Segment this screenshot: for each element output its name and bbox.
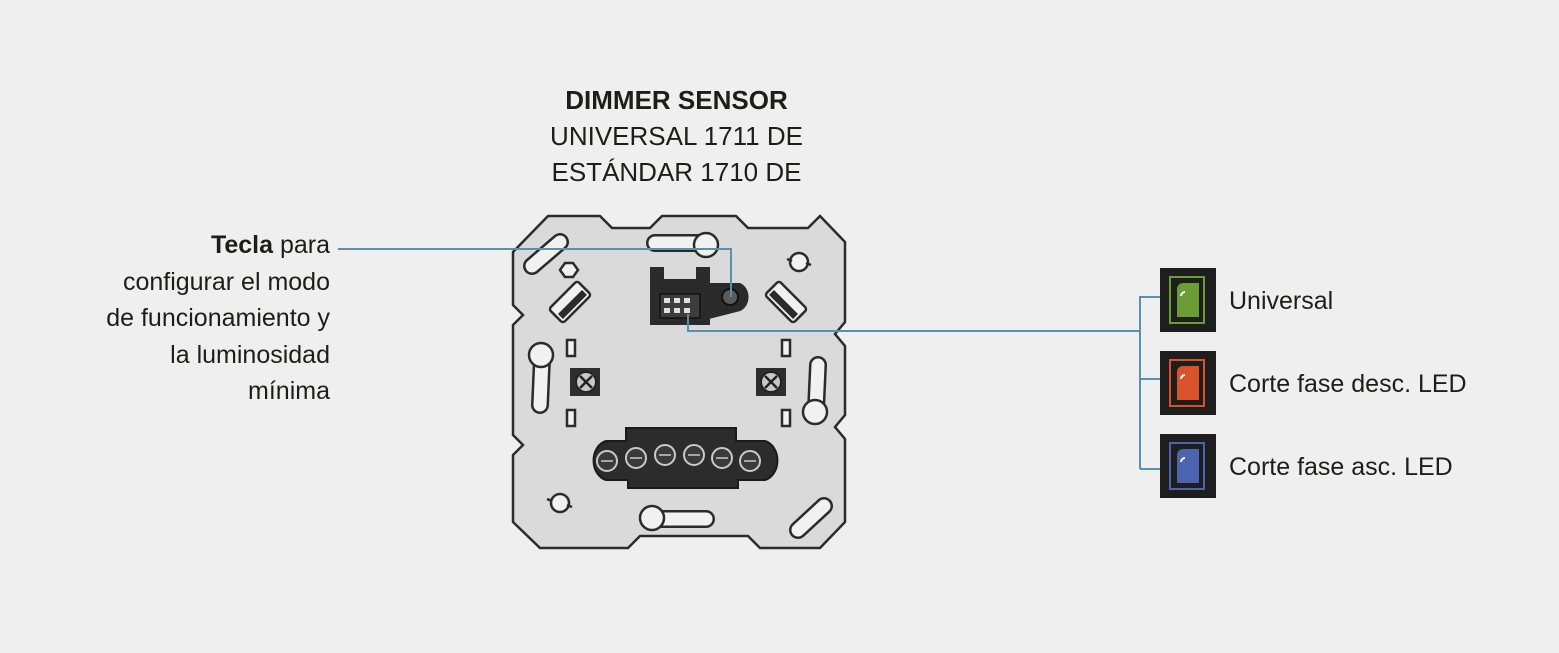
clip-right	[764, 280, 808, 324]
callout-line-4: la luminosidad	[170, 340, 330, 369]
mode-label-leading-edge: Corte fase asc. LED	[1229, 453, 1453, 481]
title-line-1: DIMMER SENSOR	[565, 85, 788, 115]
callout-line-2: configurar el modo	[122, 267, 330, 296]
callout-bold-word: Tecla	[210, 231, 274, 259]
terminal-block	[592, 427, 779, 489]
key-callout: Tecla para configurar el modo de funcion…	[40, 227, 330, 410]
keyhole-top-right	[788, 251, 810, 273]
slot-bottom-center	[638, 504, 715, 532]
connector-pins	[664, 298, 690, 313]
callout-line-1: para	[273, 231, 330, 259]
vertical-slots	[565, 338, 792, 428]
indicator-universal	[1160, 268, 1216, 332]
leader-line-key	[338, 248, 732, 297]
keyhole-bottom-left	[546, 492, 573, 514]
leader-line-indicator	[687, 314, 1140, 332]
screw-left	[570, 368, 600, 396]
screw-right	[756, 368, 786, 396]
indicator-trailing-edge	[1160, 351, 1216, 415]
clip-left	[548, 280, 592, 324]
hex-nut	[558, 261, 580, 279]
title-line-3: ESTÁNDAR 1710 DE	[551, 157, 802, 187]
mode-label-universal: Universal	[1229, 287, 1334, 315]
callout-line-5: mínima	[248, 377, 330, 405]
side-slot-right	[801, 356, 829, 426]
callout-line-3: de funcionamiento y	[106, 304, 330, 332]
title-line-2: UNIVERSAL 1711 DE	[550, 121, 803, 151]
indicator-leading-edge	[1160, 434, 1216, 498]
device-title: DIMMER SENSOR UNIVERSAL 1711 DE ESTÁNDAR…	[520, 82, 833, 190]
mode-label-trailing-edge: Corte fase desc. LED	[1229, 370, 1467, 398]
side-slot-left	[527, 341, 555, 414]
